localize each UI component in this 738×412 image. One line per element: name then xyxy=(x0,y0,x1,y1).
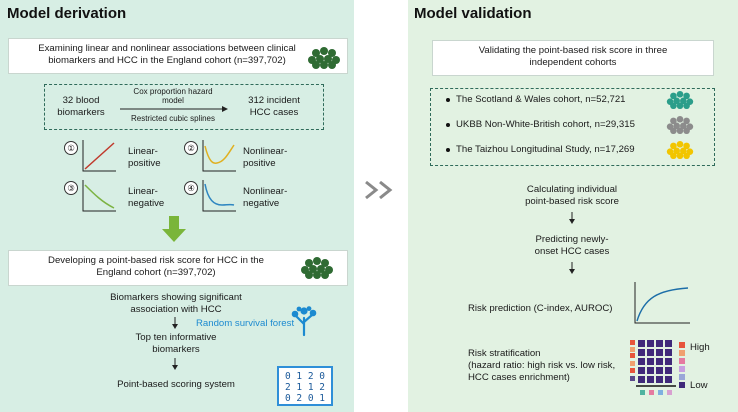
cox-right-line1: 312 incident xyxy=(248,95,300,106)
predict-line1: Predicting newly- xyxy=(535,234,609,245)
validation-line1: Validating the point-based risk score in… xyxy=(478,45,668,56)
validation-line2: independent cohorts xyxy=(529,57,617,68)
pattern-4-number: ④ xyxy=(184,181,198,195)
bullet xyxy=(446,148,450,152)
cox-top-line2: model xyxy=(162,96,184,105)
pattern-4-line2: negative xyxy=(243,198,280,209)
pattern-1-line1: Linear- xyxy=(128,146,158,157)
down-arrow-icon xyxy=(162,216,186,242)
pattern-3-line1: Linear- xyxy=(128,186,158,197)
pattern-2-line1: Nonlinear- xyxy=(243,146,288,157)
pattern-4-plot xyxy=(202,180,236,212)
small-down-arrow xyxy=(172,358,178,370)
score-grid-icon: 0 1 2 0 2 1 1 2 0 2 0 1 xyxy=(277,366,333,406)
strat-line2: (hazard ratio: high risk vs. low risk, xyxy=(468,360,616,371)
small-down-arrow xyxy=(172,317,178,329)
pattern-4-line1: Nonlinear- xyxy=(243,186,288,197)
pattern-1-line2: positive xyxy=(128,158,161,169)
score-line2: England cohort (n=397,702) xyxy=(96,267,216,278)
significant-line2: association with HCC xyxy=(130,304,222,315)
strat-line3: HCC cases enrichment) xyxy=(468,372,570,383)
chevron-right-icon xyxy=(365,180,393,200)
cox-model-box xyxy=(44,84,324,130)
population-icon xyxy=(301,257,333,279)
strat-line1: Risk stratification xyxy=(468,348,541,359)
pattern-3-line2: negative xyxy=(128,198,165,209)
cohort-taizhou: The Taizhou Longitudinal Study, n=17,269 xyxy=(456,144,635,155)
score-line1: Developing a point-based risk score for … xyxy=(48,255,264,266)
calc-line2: point-based risk score xyxy=(525,196,619,207)
bullet xyxy=(446,123,450,127)
score-grid-row-3: 0 2 0 1 xyxy=(284,393,326,404)
cohorts-box xyxy=(430,88,715,166)
derivation-box-associations xyxy=(8,38,348,74)
top-ten-line2: biomarkers xyxy=(152,344,200,355)
top-ten-line1: Top ten informative xyxy=(135,332,217,343)
calc-line1: Calculating individual xyxy=(526,184,618,195)
population-icon xyxy=(308,47,340,69)
curve-icon xyxy=(634,282,690,324)
cox-arrow xyxy=(120,106,228,112)
pattern-1-plot xyxy=(82,140,116,172)
cohort-scotland-wales: The Scotland & Wales cohort, n=52,721 xyxy=(456,94,626,105)
tree-icon xyxy=(291,306,317,337)
associations-line2: biomarkers and HCC in the England cohort… xyxy=(48,55,286,66)
associations-line1: Examining linear and nonlinear associati… xyxy=(38,43,296,54)
small-down-arrow xyxy=(569,262,575,274)
score-grid-row-2: 2 1 1 2 xyxy=(284,382,326,393)
random-survival-forest-label: Random survival forest xyxy=(196,318,295,329)
pattern-3-plot xyxy=(82,180,116,212)
validation-box xyxy=(432,40,714,76)
predict-line2: onset HCC cases xyxy=(534,246,610,257)
cox-right-line2: HCC cases xyxy=(249,107,299,118)
significant-line1: Biomarkers showing significant xyxy=(110,292,242,303)
population-icon xyxy=(666,90,694,110)
cox-top-line1: Cox proportion hazard xyxy=(133,87,213,96)
cox-left-line1: 32 blood xyxy=(62,95,100,106)
validation-title: Model validation xyxy=(414,5,532,22)
derivation-box-score xyxy=(8,250,348,286)
pattern-3-number: ③ xyxy=(64,181,78,195)
cox-bottom: Restricted cubic splines xyxy=(130,114,216,123)
pattern-1-number: ① xyxy=(64,141,78,155)
population-icon xyxy=(666,140,694,160)
heatmap-icon xyxy=(630,340,685,395)
cohort-ukbb: UKBB Non-White-British cohort, n=29,315 xyxy=(456,119,635,130)
cox-left-line2: biomarkers xyxy=(57,107,105,118)
pattern-2-plot xyxy=(202,140,236,172)
score-grid-row-1: 0 1 2 0 xyxy=(284,371,326,382)
pattern-2-number: ② xyxy=(184,141,198,155)
population-icon xyxy=(666,115,694,135)
pattern-2-line2: positive xyxy=(243,158,276,169)
high-label: High xyxy=(690,342,710,353)
small-down-arrow xyxy=(569,212,575,224)
derivation-title: Model derivation xyxy=(7,5,127,22)
bullet xyxy=(446,98,450,102)
scoring-system: Point-based scoring system xyxy=(117,379,235,390)
risk-prediction: Risk prediction (C-index, AUROC) xyxy=(468,303,613,314)
low-label: Low xyxy=(690,380,708,391)
